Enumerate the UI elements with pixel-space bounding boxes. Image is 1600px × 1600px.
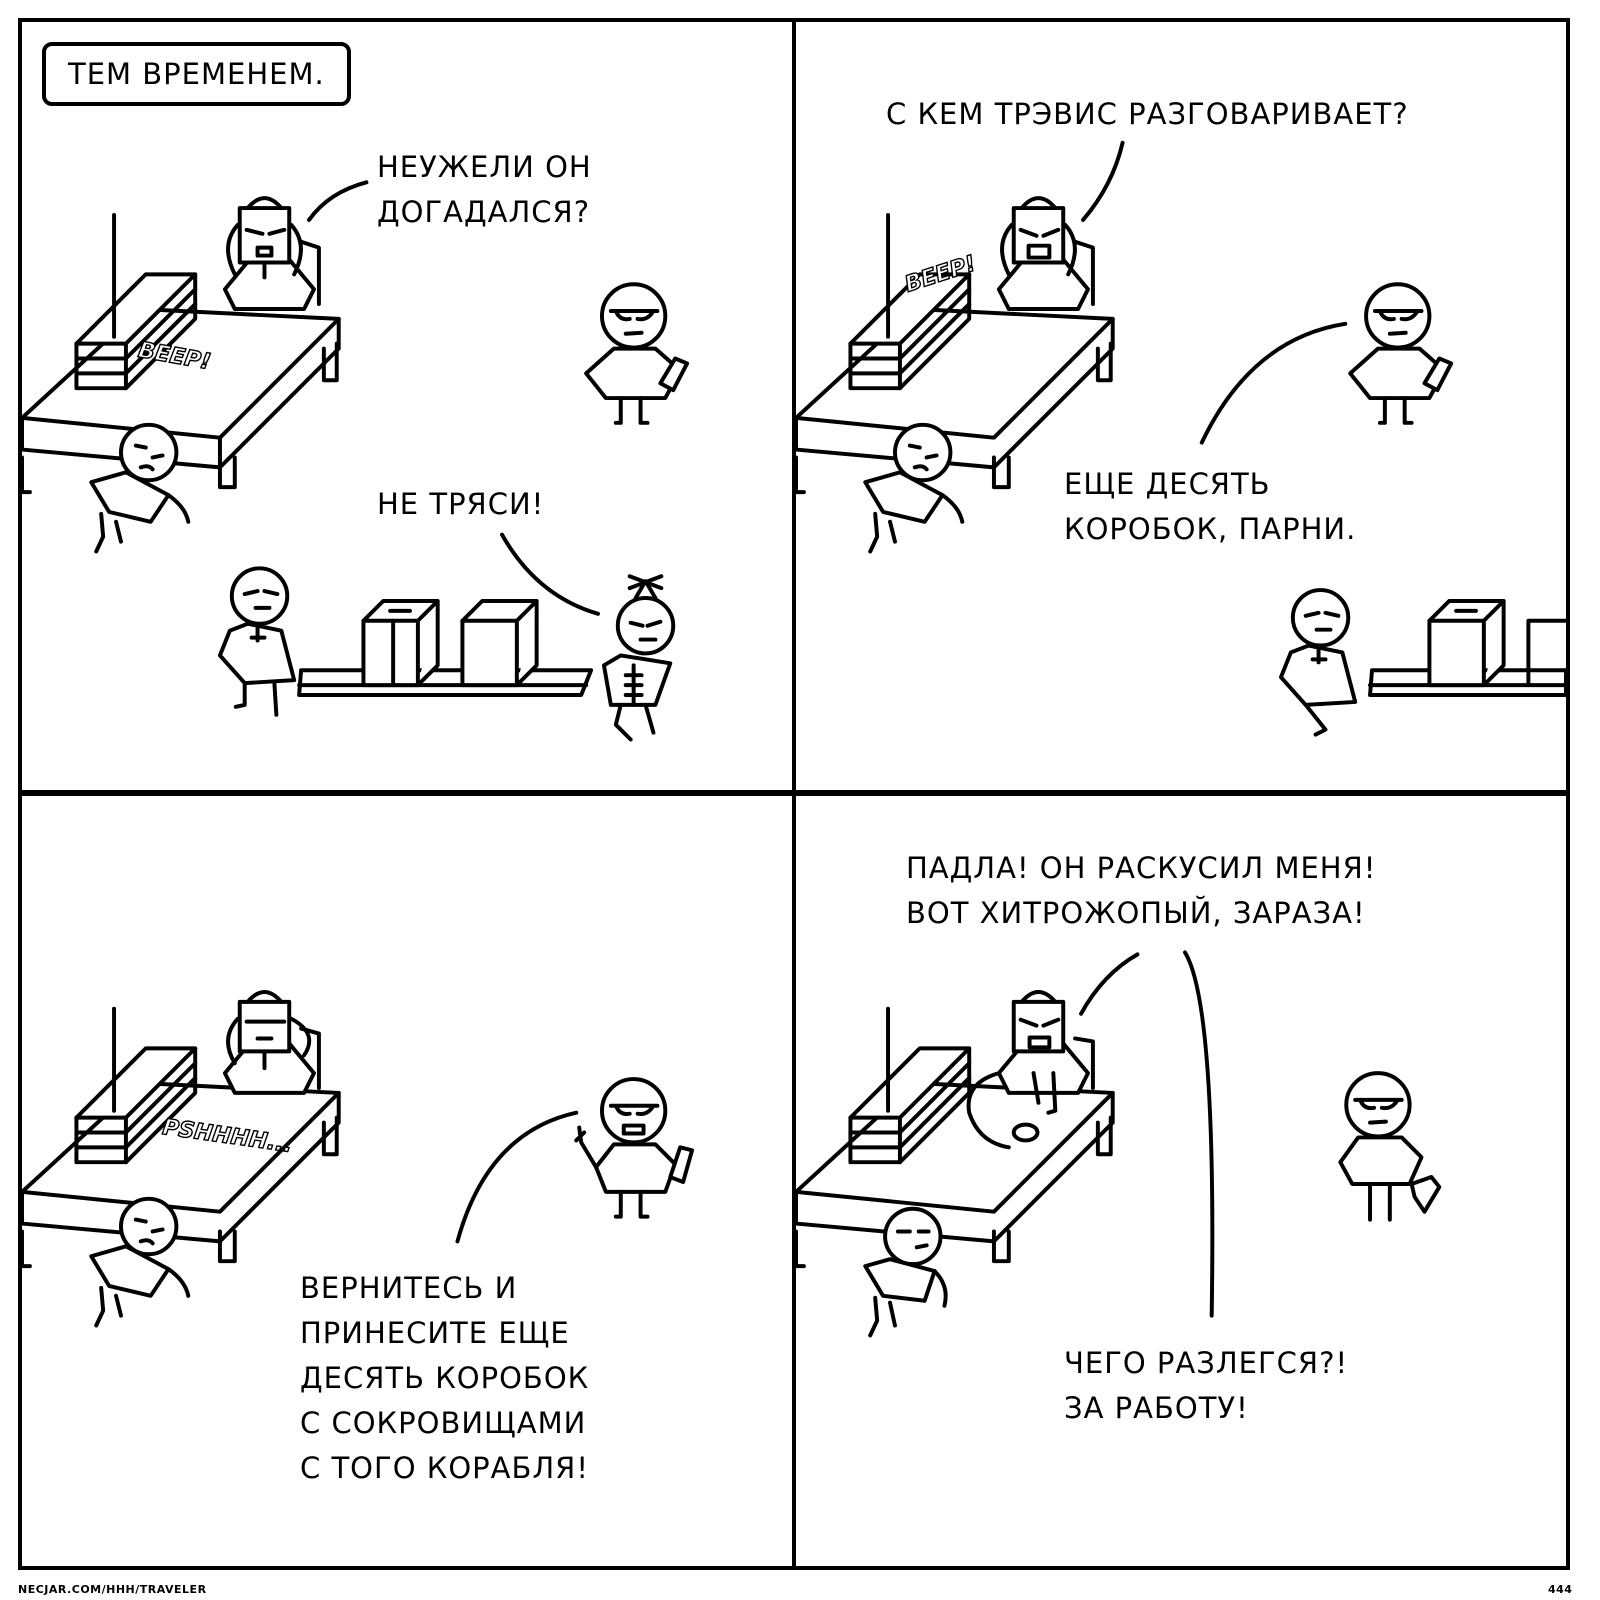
foreman-character [1338,1071,1442,1222]
lying-character [863,422,965,554]
speech-tail-bottom [1182,950,1215,1318]
conveyor [297,598,594,697]
panel-2-artwork [796,140,1566,737]
comic-panel-1: ТЕМ ВРЕМЕНЕМ. НЕУЖЕЛИ ОН ДОГАДАЛСЯ? НЕ Т… [18,18,796,794]
speech-bubble-text: НЕ ТРЯСИ! [377,487,545,521]
speech-tail-bottom [1199,321,1348,445]
operator-character [222,196,321,311]
foreman-character [1348,282,1454,425]
speech-bubble-text: С КЕМ ТРЭВИС РАЗГОВАРИВАЕТ? [886,97,1409,131]
speech-bubble-text: ЧЕГО РАЗЛЕГСЯ?! ЗА РАБОТУ! [1064,1346,1349,1425]
comic-panel-2: С КЕМ ТРЭВИС РАЗГОВАРИВАЕТ? ЕЩЕ ДЕСЯТЬ К… [792,18,1570,794]
lying-character [89,1196,191,1328]
narration-caption: ТЕМ ВРЕМЕНЕМ. [42,42,351,106]
comic-panel-4: ПАДЛА! ОН РАСКУСИЛ МЕНЯ! ВОТ ХИТРОЖОПЫЙ,… [792,792,1570,1570]
lying-character [89,422,191,554]
conveyor [1368,598,1566,697]
radio-device [74,1006,198,1165]
operator-character [996,196,1095,311]
lying-character [863,1206,948,1338]
worker-propeller-hat [601,574,676,742]
panel-4-artwork [796,950,1442,1338]
speech-tail-bottom [500,532,600,616]
speech-bubble-text: ВЕРНИТЕСЬ И ПРИНЕСИТЕ ЕЩЕ ДЕСЯТЬ КОРОБОК… [300,1271,590,1485]
radio-device [848,213,972,391]
panel-3-artwork [22,990,695,1328]
speech-bubble-text: ПАДЛА! ОН РАСКУСИЛ МЕНЯ! ВОТ ХИТРОЖОПЫЙ,… [906,851,1377,930]
worker-left [217,566,297,717]
speech-bubble-text: ЕЩЕ ДЕСЯТЬ КОРОБОК, ПАРНИ. [1064,467,1357,546]
operator-character [966,990,1095,1150]
foreman-character [574,1077,695,1219]
page-number: 444 [1548,1583,1573,1596]
speech-bubble-text: НЕУЖЕЛИ ОН ДОГАДАЛСЯ? [377,150,592,229]
speech-tail-top [307,180,369,222]
speech-tail-top [1079,952,1140,1016]
comic-panel-3: ВЕРНИТЕСЬ И ПРИНЕСИТЕ ЕЩЕ ДЕСЯТЬ КОРОБОК… [18,792,796,1570]
speech-tail-top [1081,140,1125,222]
speech-tail [455,1110,579,1244]
operator-character [222,990,321,1095]
worker-left [1278,588,1358,737]
credit-url: NECJAR.COM/HHH/TRAVELER [18,1583,207,1596]
foreman-character [584,282,690,425]
panel-1-artwork [22,180,690,742]
radio-device [74,213,198,391]
